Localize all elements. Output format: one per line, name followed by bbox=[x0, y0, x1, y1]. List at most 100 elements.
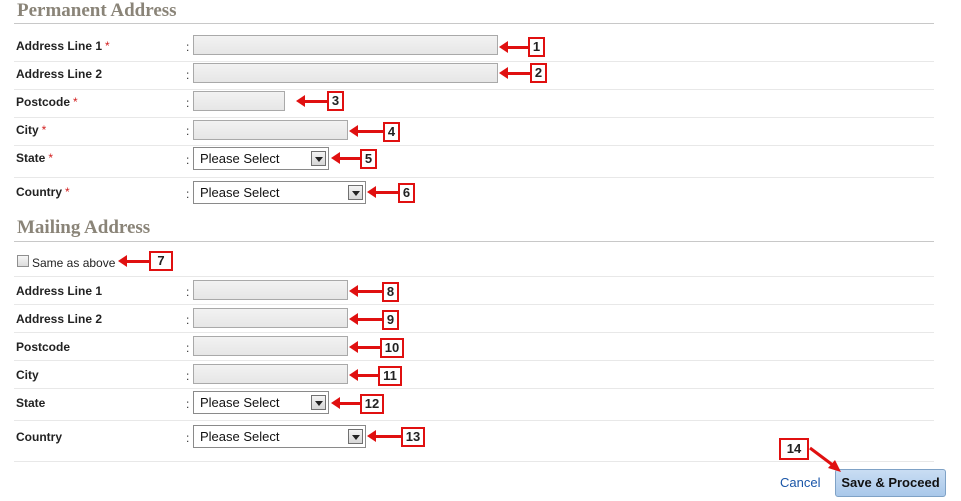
callout-3: 3 bbox=[327, 91, 344, 111]
permanent-country-label: Country* bbox=[16, 185, 70, 199]
row-divider bbox=[14, 89, 934, 90]
colon: : bbox=[186, 341, 190, 355]
permanent-postcode-label: Postcode* bbox=[16, 95, 78, 109]
permanent-address1-input[interactable] bbox=[193, 35, 498, 55]
row-divider bbox=[14, 177, 934, 178]
arrow-shaft bbox=[507, 46, 529, 49]
dropdown-arrow-icon[interactable] bbox=[348, 429, 363, 444]
row-divider bbox=[14, 304, 934, 305]
arrow-shaft bbox=[357, 374, 379, 377]
callout-12: 12 bbox=[360, 394, 384, 414]
row-divider bbox=[14, 360, 934, 361]
colon: : bbox=[186, 68, 190, 82]
dropdown-arrow-icon[interactable] bbox=[311, 151, 326, 166]
dropdown-arrow-icon[interactable] bbox=[348, 185, 363, 200]
mailing-country-label: Country bbox=[16, 430, 62, 444]
mailing-country-select[interactable]: Please Select bbox=[193, 425, 366, 448]
arrow-left-icon bbox=[331, 152, 340, 164]
arrow-shaft bbox=[507, 72, 531, 75]
arrow-left-icon bbox=[349, 285, 358, 297]
row-divider bbox=[14, 461, 934, 462]
arrow-shaft bbox=[357, 290, 383, 293]
callout-1: 1 bbox=[528, 37, 545, 57]
arrow-shaft bbox=[339, 157, 361, 160]
permanent-postcode-input[interactable] bbox=[193, 91, 285, 111]
arrow-left-icon bbox=[367, 430, 376, 442]
arrow-shaft bbox=[357, 346, 381, 349]
save-and-proceed-button[interactable]: Save & Proceed bbox=[835, 469, 946, 497]
mailing-city-input[interactable] bbox=[193, 364, 348, 384]
state-select-value: Please Select bbox=[200, 395, 280, 410]
permanent-address1-label: Address Line 1* bbox=[16, 39, 110, 53]
same-as-above-checkbox[interactable] bbox=[17, 255, 29, 267]
country-select-value: Please Select bbox=[200, 185, 280, 200]
arrow-left-icon bbox=[349, 125, 358, 137]
required-marker: * bbox=[48, 151, 54, 165]
permanent-state-label: State* bbox=[16, 151, 54, 165]
permanent-city-input[interactable] bbox=[193, 120, 348, 140]
arrow-shaft bbox=[339, 402, 361, 405]
permanent-country-select[interactable]: Please Select bbox=[193, 181, 366, 204]
arrow-left-icon bbox=[499, 41, 508, 53]
cancel-link[interactable]: Cancel bbox=[780, 475, 821, 490]
row-divider bbox=[14, 388, 934, 389]
callout-5: 5 bbox=[360, 149, 377, 169]
colon: : bbox=[186, 369, 190, 383]
row-divider bbox=[14, 145, 934, 146]
permanent-state-select[interactable]: Please Select bbox=[193, 147, 329, 170]
required-marker: * bbox=[65, 185, 70, 199]
required-marker: * bbox=[41, 123, 47, 137]
colon: : bbox=[186, 40, 190, 54]
colon: : bbox=[186, 397, 190, 411]
mailing-address2-input[interactable] bbox=[193, 308, 348, 328]
arrow-shaft bbox=[357, 130, 383, 133]
mailing-address1-label: Address Line 1 bbox=[16, 284, 103, 298]
colon: : bbox=[186, 431, 190, 445]
mailing-address-title: Mailing Address bbox=[17, 217, 151, 238]
arrow-shaft bbox=[126, 260, 150, 263]
row-divider bbox=[14, 420, 934, 421]
arrow-left-icon bbox=[349, 313, 358, 325]
arrow-left-icon bbox=[367, 186, 376, 198]
mailing-state-select[interactable]: Please Select bbox=[193, 391, 329, 414]
dropdown-arrow-icon[interactable] bbox=[311, 395, 326, 410]
callout-6: 6 bbox=[398, 183, 415, 203]
arrow-left-icon bbox=[349, 369, 358, 381]
row-divider bbox=[14, 276, 934, 277]
row-divider bbox=[14, 332, 934, 333]
colon: : bbox=[186, 96, 190, 110]
same-as-above-label[interactable]: Same as above bbox=[32, 256, 116, 270]
arrow-left-icon bbox=[349, 341, 358, 353]
row-divider bbox=[14, 61, 934, 62]
arrow-shaft bbox=[304, 100, 328, 103]
arrow-left-icon bbox=[331, 397, 340, 409]
colon: : bbox=[186, 313, 190, 327]
permanent-city-label: City* bbox=[16, 123, 47, 137]
colon: : bbox=[186, 187, 190, 201]
arrow-down-right-icon bbox=[809, 446, 841, 472]
callout-9: 9 bbox=[382, 310, 399, 330]
callout-10: 10 bbox=[380, 338, 404, 358]
callout-8: 8 bbox=[382, 282, 399, 302]
mailing-state-label: State bbox=[16, 396, 46, 410]
permanent-address-divider bbox=[14, 23, 934, 24]
mailing-postcode-label: Postcode bbox=[16, 340, 71, 354]
arrow-shaft bbox=[375, 435, 401, 438]
permanent-address2-label: Address Line 2 bbox=[16, 67, 103, 81]
mailing-address2-label: Address Line 2 bbox=[16, 312, 103, 326]
colon: : bbox=[186, 285, 190, 299]
arrow-shaft bbox=[375, 191, 399, 194]
mailing-address1-input[interactable] bbox=[193, 280, 348, 300]
mailing-postcode-input[interactable] bbox=[193, 336, 348, 356]
arrow-left-icon bbox=[118, 255, 127, 267]
callout-4: 4 bbox=[383, 122, 400, 142]
arrow-left-icon bbox=[499, 67, 508, 79]
country-select-value: Please Select bbox=[200, 429, 280, 444]
callout-2: 2 bbox=[530, 63, 547, 83]
permanent-address2-input[interactable] bbox=[193, 63, 498, 83]
callout-14: 14 bbox=[779, 438, 809, 460]
permanent-address-title: Permanent Address bbox=[17, 0, 177, 21]
callout-13: 13 bbox=[401, 427, 425, 447]
row-divider bbox=[14, 117, 934, 118]
state-select-value: Please Select bbox=[200, 151, 280, 166]
